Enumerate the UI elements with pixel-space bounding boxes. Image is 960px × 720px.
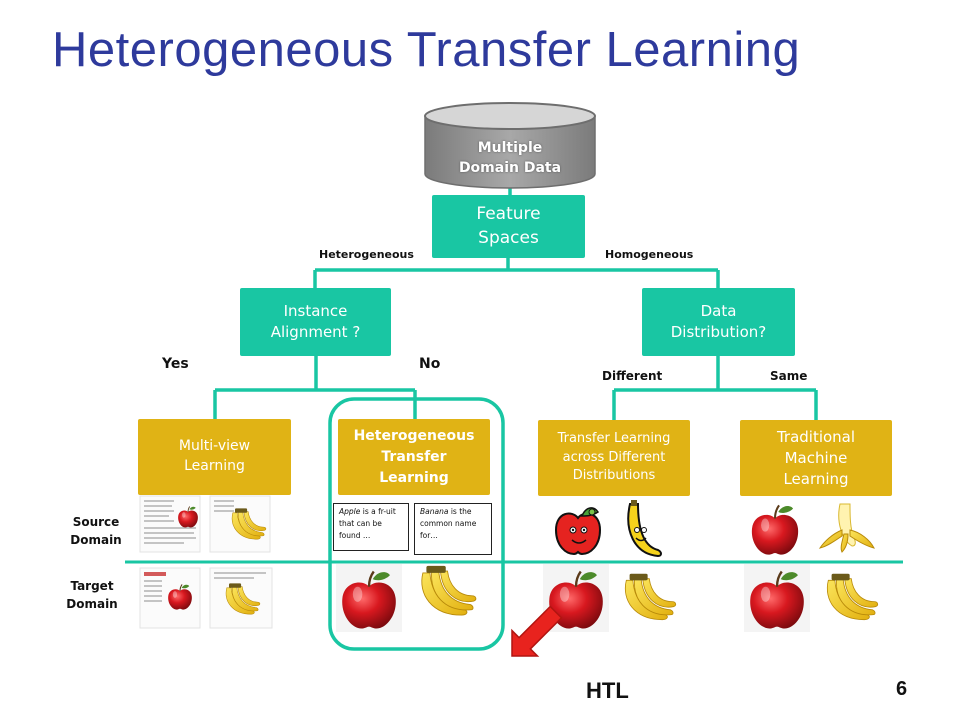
arrow-icon xyxy=(511,605,563,657)
note-banana: Banana is the common name for… xyxy=(414,503,492,555)
document-thumbnail xyxy=(139,567,201,629)
apple-icon xyxy=(750,504,800,556)
peeled-banana-icon xyxy=(818,503,875,553)
tree-connectors xyxy=(125,178,903,564)
document-thumbnail xyxy=(209,495,271,553)
banana-icon xyxy=(421,565,477,616)
row-label-target-domain: Target Domain xyxy=(66,579,118,611)
cartoon-apple-icon xyxy=(554,507,602,556)
banana-icon xyxy=(826,573,879,621)
edge-label-heterogeneous: Heterogeneous xyxy=(319,248,414,261)
node-multi-view-learning: Multi-view Learning xyxy=(138,419,291,495)
edge-label-same: Same xyxy=(770,369,808,383)
node-transfer-learning-distributions: Transfer Learning across Different Distr… xyxy=(538,420,690,496)
document-thumbnail xyxy=(139,495,201,553)
htl-label: HTL xyxy=(586,678,629,703)
database-label: Multiple Domain Data xyxy=(458,140,562,176)
edge-label-no: No xyxy=(419,356,441,372)
node-feature-spaces: Feature Spaces xyxy=(432,195,585,258)
edge-label-homogeneous: Homogeneous xyxy=(605,248,694,261)
node-data-distribution: Data Distribution? xyxy=(642,288,795,356)
edge-label-different: Different xyxy=(602,369,663,383)
htl-highlight-frame xyxy=(328,397,505,651)
node-heterogeneous-transfer-learning: Heterogeneous Transfer Learning xyxy=(338,419,490,495)
edge-label-yes: Yes xyxy=(162,356,189,372)
document-thumbnail xyxy=(209,567,273,629)
note-apple: Apple is a fr-uit that can be found … xyxy=(333,503,409,551)
banana-icon xyxy=(624,573,677,621)
node-traditional-machine-learning: Traditional Machine Learning xyxy=(740,420,892,496)
database-icon xyxy=(424,102,596,189)
row-label-source-domain: Source Domain xyxy=(70,515,122,547)
page-title: Heterogeneous Transfer Learning xyxy=(52,23,801,77)
node-instance-alignment: Instance Alignment ? xyxy=(240,288,391,356)
cartoon-banana-icon xyxy=(627,500,662,558)
slide-number: 6 xyxy=(896,678,908,700)
